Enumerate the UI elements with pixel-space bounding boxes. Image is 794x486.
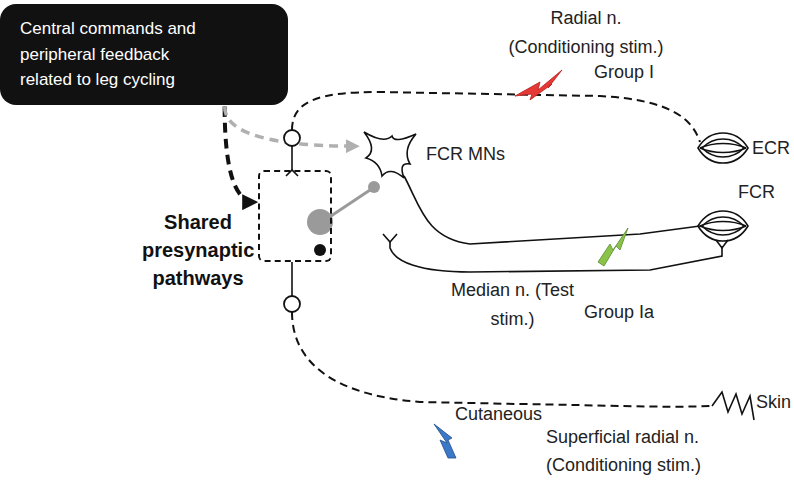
ia-afferent xyxy=(390,242,722,272)
fcr-muscle xyxy=(698,211,748,241)
nerve-label: Median n. (Test stim.) xyxy=(450,276,575,334)
presynaptic-box: Shared presynaptic pathways xyxy=(258,170,332,262)
inhibitory-synapse xyxy=(314,244,326,256)
node-text: Shared presynaptic pathways xyxy=(142,208,254,292)
node-text: Central commands and peripheral feedback… xyxy=(20,16,225,93)
terminal-stalk xyxy=(291,262,293,296)
ia-terminal xyxy=(383,234,397,242)
node-text: FCR MNs xyxy=(426,144,505,165)
ecr-muscle xyxy=(698,133,748,163)
group-i-fiber xyxy=(292,92,700,142)
afferent-terminal xyxy=(284,296,300,312)
muscle-label: ECR xyxy=(752,134,790,163)
terminal-stalk xyxy=(291,146,293,170)
stimulus-bolt xyxy=(434,424,456,458)
skin-receptor xyxy=(712,392,754,420)
afferent-terminal xyxy=(284,130,300,146)
command-box: Central commands and peripheral feedback… xyxy=(0,4,288,105)
motoneuron-symbol xyxy=(360,128,418,180)
nerve-label: Superficial radial n. (Conditioning stim… xyxy=(546,424,736,480)
fiber-label: Cutaneous xyxy=(455,400,542,429)
influence-arrow xyxy=(225,107,357,147)
motoneuron-pool: FCR MNs xyxy=(360,128,418,180)
spindle-ending xyxy=(716,240,728,248)
fiber-label: Group I xyxy=(594,58,654,87)
stimulus-bolt xyxy=(598,228,628,266)
fiber-label: Group Ia xyxy=(584,298,654,327)
stimulus-bolt xyxy=(515,70,562,100)
motor-axon xyxy=(404,176,700,244)
presynaptic-contact xyxy=(368,181,380,193)
nerve-label: Radial n. (Conditioning stim.) xyxy=(500,4,672,62)
receptor-label: Skin xyxy=(756,388,791,417)
interneuron xyxy=(307,209,333,235)
muscle-label: FCR xyxy=(738,178,775,207)
motoneuron-outline xyxy=(364,132,416,178)
